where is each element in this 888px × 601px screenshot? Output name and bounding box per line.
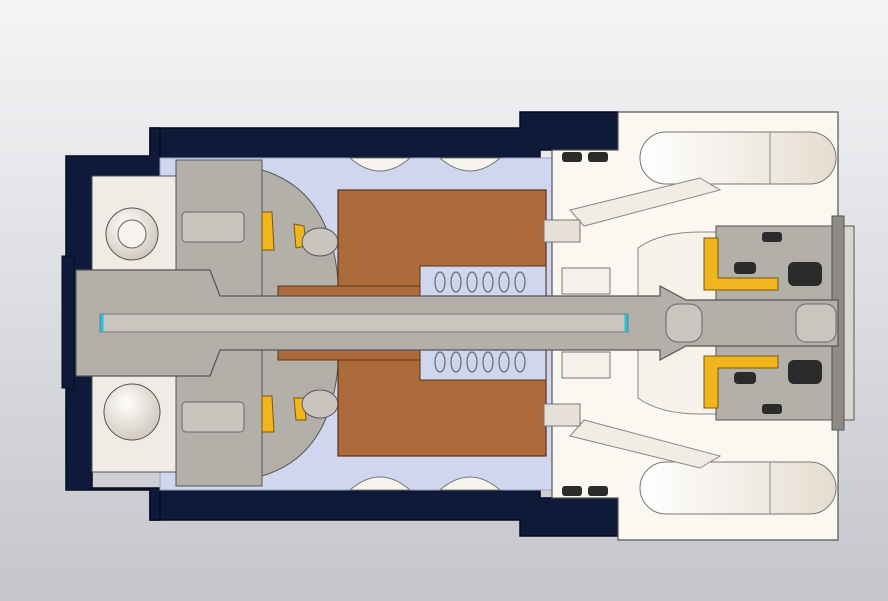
return-springs [434, 271, 526, 373]
gold-bracket-bottom [703, 355, 779, 409]
piston-bumps [348, 157, 502, 491]
gold-bracket-top [703, 237, 779, 291]
drive-shaft [75, 219, 839, 427]
swash-plate [261, 169, 339, 477]
valve-ball-bottom [103, 383, 161, 441]
outer-housing [61, 111, 619, 537]
